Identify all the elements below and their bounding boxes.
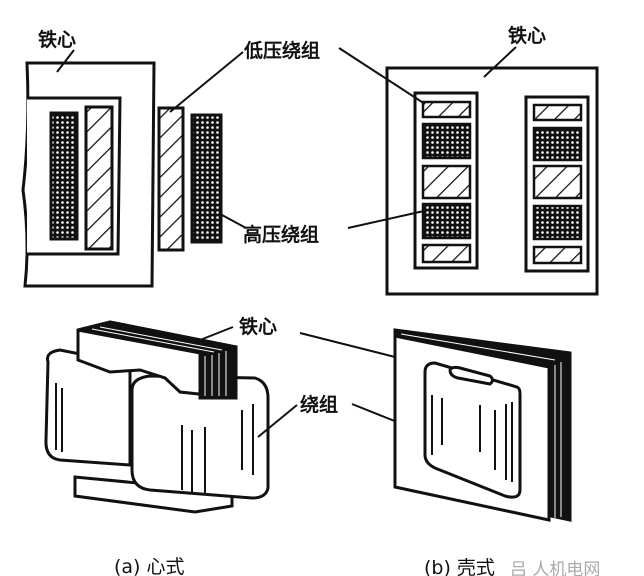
leader-lv-a	[169, 51, 244, 113]
winding-marks-b	[431, 395, 513, 482]
label-lv-winding: 低压绕组	[243, 39, 320, 62]
shell-windings	[421, 100, 583, 265]
leader-core-b	[483, 46, 517, 78]
leader-hv-b	[347, 210, 425, 229]
core-type-3d	[44, 320, 270, 514]
leader-core-3d-b	[299, 332, 396, 358]
shell-type-3d	[393, 328, 572, 522]
hv-winding-outer	[190, 113, 223, 244]
label-core-3d: 铁心	[239, 315, 277, 338]
leader-core-3d-a	[194, 326, 234, 343]
leader-lv-b	[338, 47, 426, 105]
leader-core-a	[56, 49, 75, 73]
leader-winding-3d-a	[257, 404, 298, 438]
lv-winding-inner	[84, 105, 114, 251]
label-core-a: 铁心	[38, 28, 76, 51]
core-type-section	[21, 61, 223, 288]
caption-a: (a) 心式	[114, 556, 185, 576]
hv-winding-inner	[49, 111, 79, 241]
label-hv-winding: 高压绕组	[243, 223, 319, 246]
watermark: 吕 人机电网	[510, 560, 600, 576]
core-laminations-b	[400, 333, 562, 518]
label-winding-3d: 绕组	[300, 393, 338, 416]
winding-marks-a	[55, 383, 254, 493]
caption-b: (b) 壳式	[424, 557, 495, 576]
leader-hv-a	[221, 214, 247, 229]
core-laminations-a	[91, 326, 227, 396]
lv-winding-outer	[157, 106, 185, 252]
label-core-b: 铁心	[508, 24, 546, 47]
